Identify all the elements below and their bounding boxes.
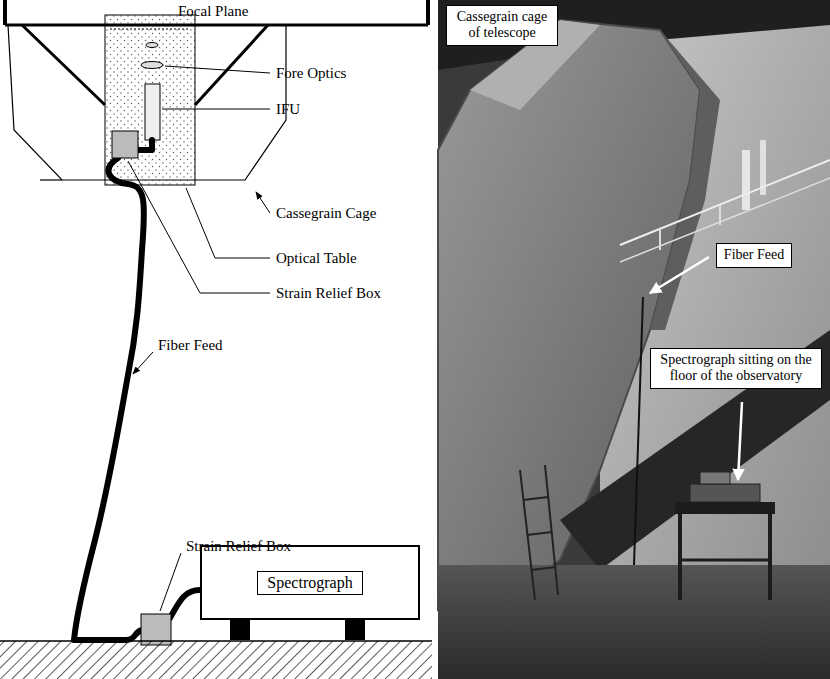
fore-optics [146,43,158,48]
photograph [659,230,661,250]
part-label: Focal Plane [178,2,248,20]
leader-line [162,109,270,110]
part-label: Fore Optics [276,64,346,82]
photograph [680,559,770,562]
fore-optics [141,43,163,69]
photograph [690,484,760,502]
photo-arrow [650,257,709,293]
fiber-feed [74,158,144,640]
leader-line [133,352,153,374]
cassegrain-cage-outline [40,179,62,180]
photograph [438,0,830,679]
spectrograph-legs [345,620,365,640]
telescope-frame [195,25,268,105]
strain-relief-box [112,131,138,158]
fiber-feed [170,590,200,618]
photo-callout-box: Spectrograph sitting on the floor of the… [650,348,822,389]
node-text: Spectrograph [257,571,362,595]
part-label: Optical Table [276,249,357,267]
photograph [620,160,830,245]
photo-callout-box: Cassegrain cage of telescope [446,5,558,46]
photograph [560,330,830,570]
part-label: Cassegrain Cage [276,204,376,222]
photograph [678,514,682,600]
leader-line [256,192,270,213]
photograph [742,150,750,210]
spectrograph-box: Spectrograph [200,545,420,620]
photograph [675,502,775,514]
photograph [527,532,552,535]
node-text: Spectrograph sitting on the floor of the… [657,352,815,384]
photograph [438,0,830,679]
spectrograph-legs [230,620,250,640]
part-label: Strain Relief Box [186,537,291,555]
photograph [650,30,720,330]
part-label: Strain Relief Box [276,284,381,302]
part-label: Fiber Feed [158,336,223,354]
fiber-feed [74,140,200,640]
leader-line [165,66,270,73]
floor [0,641,432,679]
fore-optics [141,62,163,69]
leader-line [128,66,270,611]
photo-callout-box: Fiber Feed [716,243,792,268]
telescope-frame [3,0,7,25]
leader-line [128,161,270,293]
telescope-frame [426,0,430,25]
leader-line [160,553,181,611]
part-label: IFU [276,100,300,118]
photograph [768,514,772,600]
ifu [145,84,160,140]
optical-table [110,29,190,30]
photo-arrow [738,402,742,480]
telescope-frame [5,24,428,27]
spectrograph-legs [230,620,365,640]
photograph [719,205,721,225]
fiber-feed [138,140,152,150]
strain-relief-box [112,131,171,645]
telescope-frame [5,0,428,105]
photograph [531,567,556,570]
telescope-frame [22,25,105,105]
photograph [545,465,558,595]
photograph [700,472,730,484]
leader-line [186,188,270,258]
photograph [634,297,643,565]
ifu [145,84,160,140]
photograph [523,497,548,500]
node-text: Cassegrain cage of telescope [453,9,551,41]
floor [0,640,432,642]
node-text: Fiber Feed [723,247,785,263]
floor [0,641,432,679]
